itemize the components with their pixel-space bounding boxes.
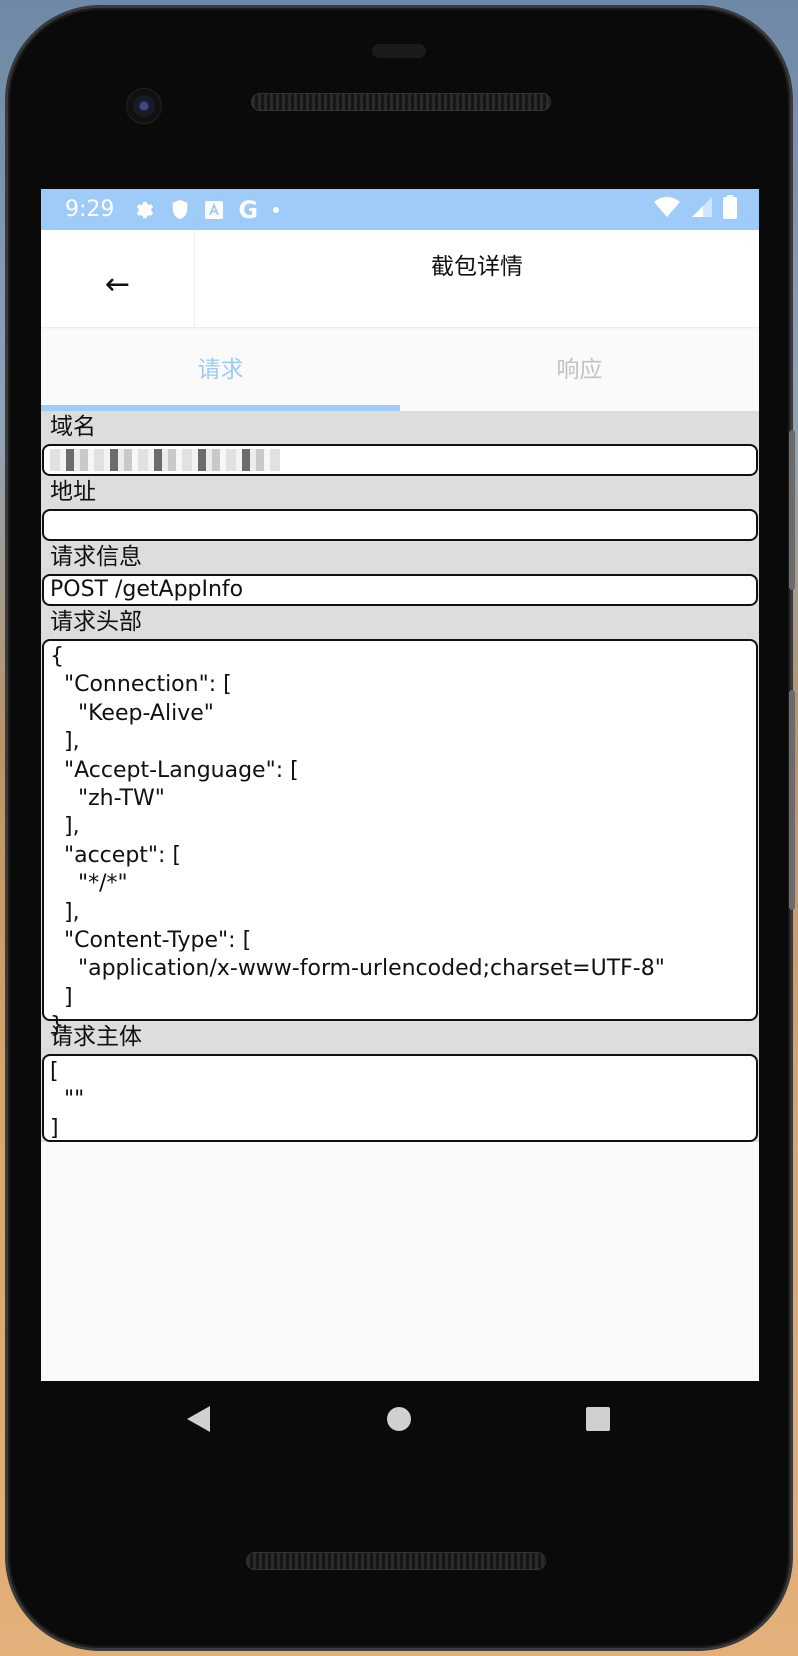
shield-icon [170,199,190,221]
domain-label: 域名 [50,414,96,440]
section-domain: 域名 [41,411,759,476]
signal-icon [691,196,713,224]
a-icon [204,200,224,220]
redacted-domain [50,449,280,471]
request-info-label: 请求信息 [50,544,142,570]
address-label: 地址 [50,479,96,505]
nav-home-icon[interactable] [386,1406,412,1436]
section-request-info: 请求信息 POST /getAppInfo [41,541,759,606]
nav-back-icon[interactable] [186,1405,212,1437]
request-headers-field[interactable]: { "Connection": [ "Keep-Alive" ], "Accep… [42,639,758,1038]
top-speaker [251,93,551,111]
google-g-icon: G [238,195,259,224]
back-arrow-icon: ← [104,267,131,302]
power-button [789,430,795,590]
status-bar: 9:29 G [41,189,759,230]
bottom-speaker [246,1552,546,1570]
request-body-label: 请求主体 [50,1024,142,1050]
front-camera [126,88,162,124]
domain-field[interactable] [42,444,758,476]
address-field[interactable] [42,509,758,541]
battery-icon [723,194,737,225]
section-address: 地址 [41,476,759,541]
nav-recents-icon[interactable] [585,1406,611,1436]
request-headers-label: 请求头部 [50,609,142,635]
tab-indicator [41,405,400,411]
page-title: 截包详情 [431,254,523,280]
request-body-field[interactable]: [ "" ] [42,1054,758,1142]
app-bar: ← 截包详情 [41,230,759,327]
back-button[interactable]: ← [41,230,195,327]
section-request-headers: 请求头部 { "Connection": [ "Keep-Alive" ], "… [41,606,759,1038]
tab-response[interactable]: 响应 [556,357,603,383]
gear-icon [134,199,156,221]
tab-bar: 请求 响应 [41,329,759,411]
status-time: 9:29 [65,197,115,222]
dot-icon [272,206,280,214]
volume-button [789,690,795,910]
status-right-icons [653,189,737,230]
request-info-field[interactable]: POST /getAppInfo [42,574,758,606]
wifi-icon [653,196,681,224]
nav-bar [41,1381,759,1461]
tab-request[interactable]: 请求 [197,357,244,383]
top-sensor [372,44,426,58]
section-request-body: 请求主体 [ "" ] [41,1021,759,1142]
screen: 9:29 G ← 截包详情 [41,189,759,1381]
